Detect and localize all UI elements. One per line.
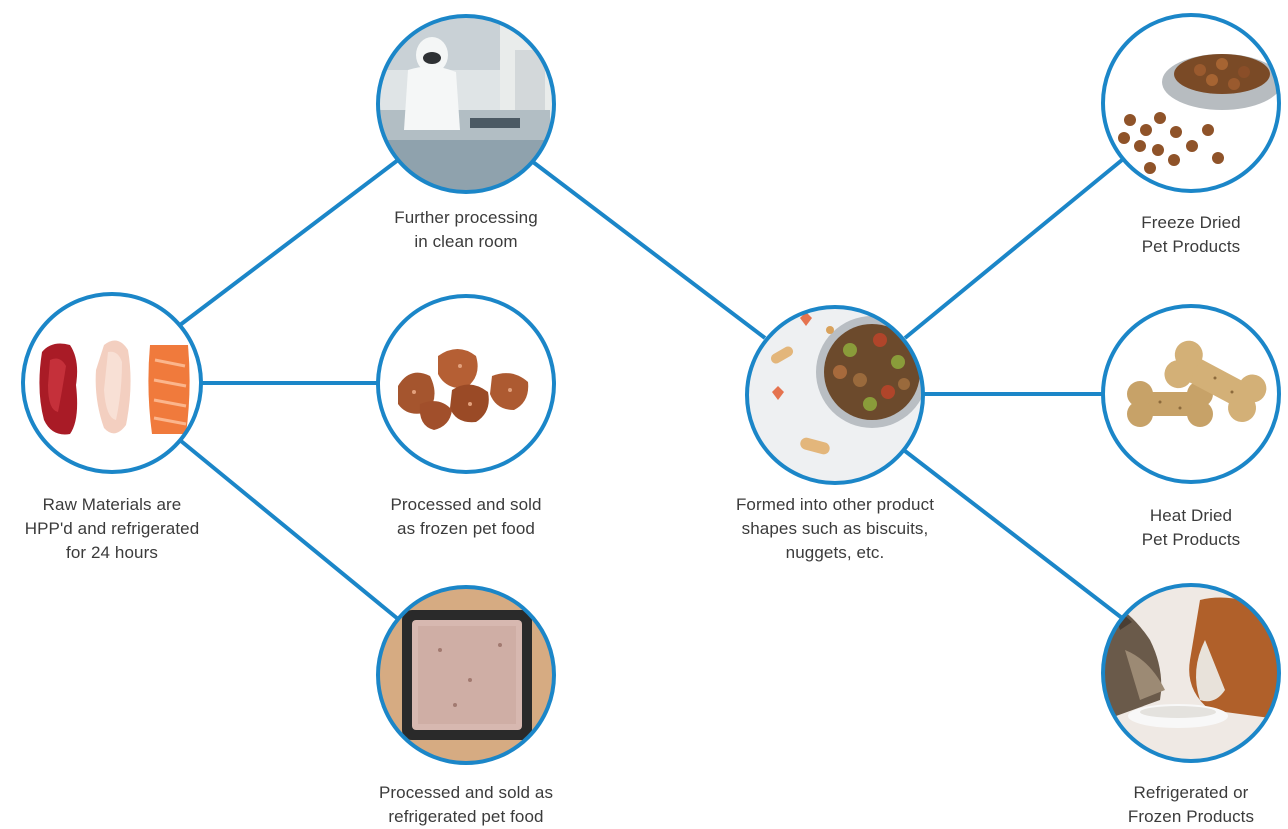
node-heat-dried <box>1101 304 1281 484</box>
node-frozen-pet-food <box>376 294 556 474</box>
label-line: Frozen Products <box>1127 807 1255 826</box>
label-clean-room: Further processing in clean room <box>366 206 566 254</box>
label-line: Further processing <box>394 208 538 227</box>
label-line: Processed and sold <box>390 495 542 514</box>
label-line: for 24 hours <box>66 543 158 562</box>
node-refrigerated-pet-food <box>376 585 556 765</box>
label-line: nuggets, etc. <box>785 543 885 562</box>
connector-clean-room-to-formed <box>531 160 767 340</box>
label-freeze-dried: Freeze Dried Pet Products <box>1106 211 1276 259</box>
connectors <box>178 158 1124 621</box>
label-line: HPP'd and refrigerated <box>24 519 200 538</box>
connector-raw-to-refrigerated <box>179 439 400 621</box>
node-raw-materials <box>21 292 203 474</box>
refrigerated-pet-food-tray-image <box>378 587 554 763</box>
label-line: shapes such as biscuits, <box>741 519 929 538</box>
label-line: refrigerated pet food <box>388 807 544 826</box>
node-clean-room <box>376 14 556 194</box>
label-line: Refrigerated or <box>1133 783 1249 802</box>
node-formed-products <box>745 305 925 485</box>
label-line: as frozen pet food <box>397 519 535 538</box>
label-line: Pet Products <box>1141 237 1241 256</box>
connector-formed-to-freeze-dried <box>903 158 1124 340</box>
node-freeze-dried <box>1101 13 1281 193</box>
kibble-steel-bowl-image <box>1103 15 1279 191</box>
raw-meat-chicken-salmon-image <box>23 294 201 472</box>
label-refrigerated-pet-food: Processed and sold as refrigerated pet f… <box>356 781 576 829</box>
label-line: Heat Dried <box>1149 506 1233 525</box>
label-line: Processed and sold as <box>378 783 554 802</box>
label-line: Formed into other product <box>735 495 935 514</box>
cat-and-dog-eating-image <box>1103 585 1279 761</box>
label-formed-products: Formed into other product shapes such as… <box>715 493 955 565</box>
label-line: Raw Materials are <box>42 495 182 514</box>
connector-raw-to-clean-room <box>178 158 400 327</box>
label-line: Freeze Dried <box>1141 213 1241 232</box>
bone-shaped-biscuits-image <box>1103 306 1279 482</box>
label-refrigerated-or-frozen: Refrigerated or Frozen Products <box>1106 781 1276 829</box>
clean-room-worker-image <box>378 16 554 192</box>
label-line: Pet Products <box>1141 530 1241 549</box>
label-line: in clean room <box>414 232 518 251</box>
label-frozen-pet-food: Processed and sold as frozen pet food <box>366 493 566 541</box>
frozen-pet-food-pieces-image <box>378 296 554 472</box>
label-raw-materials: Raw Materials are HPP'd and refrigerated… <box>12 493 212 565</box>
kibble-bowl-with-biscuits-image <box>747 307 923 483</box>
connector-formed-to-refrigerated-frozen <box>903 449 1124 620</box>
node-refrigerated-or-frozen <box>1101 583 1281 763</box>
label-heat-dried: Heat Dried Pet Products <box>1106 504 1276 552</box>
